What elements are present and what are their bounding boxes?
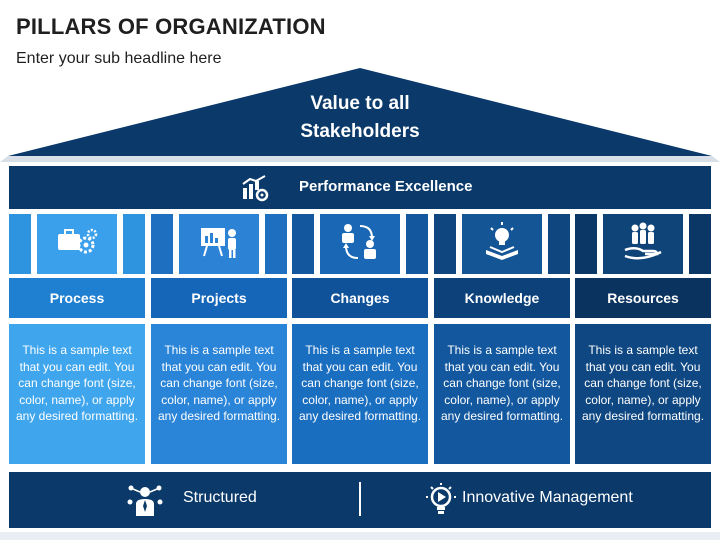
performance-excellence-label: Performance Excellence	[299, 178, 473, 195]
pillar-strip-left	[9, 214, 31, 274]
pillar-strip-left	[292, 214, 314, 274]
pillar-strip-left	[151, 214, 173, 274]
pillar-label: Projects	[151, 278, 287, 318]
foundation-base: Structured Innovative Management	[9, 472, 711, 528]
pillar-projects: Projects This is a sample text that you …	[151, 214, 287, 464]
pillar-text: This is a sample text that you can edit.…	[151, 324, 287, 464]
pillar-icon-box	[320, 214, 400, 274]
page-title: PILLARS OF ORGANIZATION	[16, 14, 326, 39]
briefcase-gears-icon	[58, 228, 98, 254]
pillar-icon-box	[462, 214, 542, 274]
pillar-knowledge: Knowledge This is a sample text that you…	[434, 214, 570, 464]
team-hand-icon	[624, 222, 662, 260]
pillar-icon-box	[603, 214, 683, 274]
pillar-label: Knowledge	[434, 278, 570, 318]
pillar-label: Process	[9, 278, 145, 318]
roof-line-1: Value to all	[310, 93, 410, 114]
pillar-strip-left	[575, 214, 597, 274]
roof-triangle	[0, 68, 720, 162]
bottom-strip	[0, 532, 720, 540]
presentation-board-icon	[201, 228, 236, 258]
pillar-label: Changes	[292, 278, 428, 318]
pillar-process: Process This is a sample text that you c…	[9, 214, 145, 464]
pillar-strip-right	[689, 214, 711, 274]
performance-beam: Performance Excellence	[9, 166, 711, 209]
lightbulb-play-icon	[426, 483, 456, 514]
innovative-management-label: Innovative Management	[462, 489, 633, 506]
structured-label: Structured	[183, 489, 257, 506]
people-exchange-icon	[342, 224, 376, 259]
roof-line-2: Stakeholders	[300, 121, 420, 142]
base-divider	[359, 482, 361, 516]
manager-network-icon	[127, 485, 163, 516]
pillar-icon-box	[179, 214, 259, 274]
pillar-strip-right	[406, 214, 428, 274]
performance-chart-gear-icon	[242, 175, 269, 202]
pillar-strip-right	[548, 214, 570, 274]
pillar-strip-right	[265, 214, 287, 274]
roof-title: Value to all Stakeholders	[0, 90, 720, 146]
pillar-strip-right	[123, 214, 145, 274]
pillar-icon-box	[37, 214, 117, 274]
pillar-changes: Changes This is a sample text that you c…	[292, 214, 428, 464]
page-subtitle: Enter your sub headline here	[16, 50, 222, 67]
pillar-text: This is a sample text that you can edit.…	[292, 324, 428, 464]
pillar-strip-left	[434, 214, 456, 274]
pillar-resources: Resources This is a sample text that you…	[575, 214, 711, 464]
pillar-text: This is a sample text that you can edit.…	[575, 324, 711, 464]
pillar-label: Resources	[575, 278, 711, 318]
pillar-text: This is a sample text that you can edit.…	[434, 324, 570, 464]
pillar-text: This is a sample text that you can edit.…	[9, 324, 145, 464]
lightbulb-book-icon	[486, 222, 518, 260]
